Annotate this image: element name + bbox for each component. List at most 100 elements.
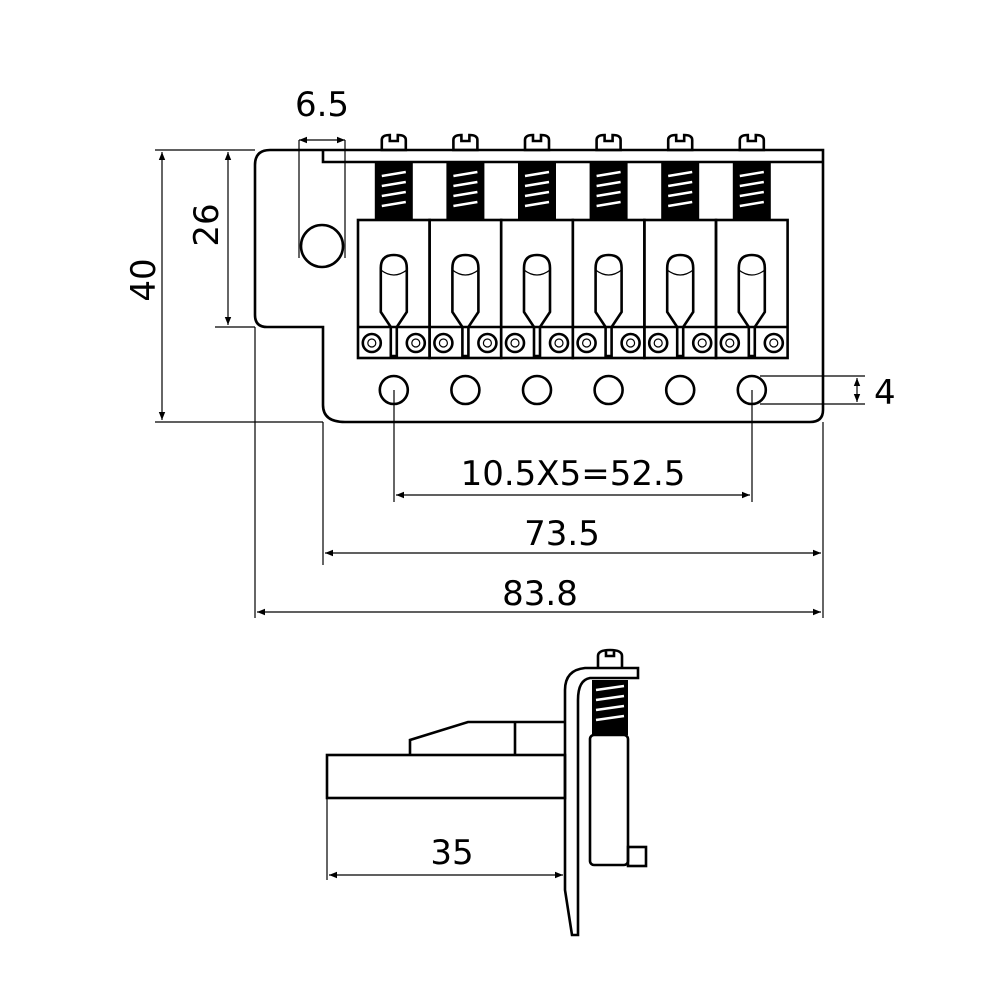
mounting-hole: [450, 374, 481, 406]
intonation-screw: [737, 253, 767, 358]
screw-shading: [666, 269, 694, 276]
spring: [732, 163, 771, 220]
saddle: [356, 218, 431, 360]
intonation-screw: [665, 253, 695, 358]
mounting-hole: [593, 374, 624, 406]
spring-coil: [596, 190, 621, 198]
spring-coil: [524, 170, 550, 178]
height-screw-inner: [554, 338, 564, 348]
mounting-hole: [521, 374, 553, 406]
base-plate-outline: [253, 148, 825, 424]
screw-shading: [595, 269, 622, 276]
dimensions: 6.5 26 40 4 10.5X5=52.5 73.5 83.8: [124, 85, 896, 618]
saddle: [714, 218, 789, 360]
spring-coil: [453, 200, 478, 208]
height-screw-inner: [438, 338, 448, 348]
saddle: [643, 218, 718, 360]
screw-head: [380, 133, 408, 152]
side-spring: [592, 680, 628, 735]
spring: [589, 163, 628, 220]
saddle: [499, 218, 575, 360]
spring-coil: [524, 190, 550, 198]
height-screw-inner: [510, 338, 520, 348]
height-screw: [433, 332, 454, 354]
spring-coil: [381, 190, 407, 198]
spring-coil: [596, 200, 621, 208]
saddle: [428, 218, 503, 360]
dim-string-spacing: 10.5X5=52.5: [461, 454, 686, 494]
spring-coil: [381, 170, 407, 178]
height-screw: [647, 332, 669, 354]
spring-coil: [667, 170, 693, 178]
height-screw-inner: [482, 338, 492, 348]
side-tab: [626, 845, 648, 868]
intonation-screw: [451, 253, 480, 358]
height-screw-inner: [367, 338, 377, 348]
intonation-screw: [594, 253, 623, 358]
screw-head: [595, 133, 622, 152]
spring-coil: [453, 170, 478, 178]
screw-head: [666, 133, 694, 152]
spring-coil: [667, 190, 693, 198]
height-screw-inner: [653, 338, 663, 348]
spring-coil: [739, 190, 765, 198]
spring-coil: [524, 180, 550, 188]
spring: [518, 163, 556, 220]
top-view: [253, 133, 825, 424]
side-saddle: [588, 733, 630, 867]
screw-shading: [738, 269, 766, 276]
dim-total-width: 83.8: [502, 574, 578, 614]
screw-head: [738, 133, 766, 152]
spring: [446, 163, 485, 220]
spring-coil: [739, 170, 765, 178]
height-screw: [576, 332, 597, 354]
tremolo-block: [325, 753, 567, 800]
height-screw: [405, 332, 427, 354]
saddle: [571, 218, 646, 360]
height-screw: [620, 332, 641, 354]
dim-block-depth: 35: [430, 833, 473, 873]
side-screw-head: [596, 648, 624, 668]
height-screw: [361, 332, 383, 354]
spring-coil: [453, 190, 478, 198]
side-view: 35: [325, 648, 648, 937]
screw-shading: [523, 269, 551, 276]
spring-coil: [739, 200, 765, 208]
height-screw: [504, 332, 526, 354]
height-screw-inner: [411, 338, 421, 348]
height-screw: [691, 332, 713, 354]
height-screw-inner: [625, 338, 636, 348]
screw-head: [523, 133, 551, 152]
height-screw-inner: [769, 338, 779, 348]
dim-plate-width: 73.5: [524, 514, 600, 554]
spring: [374, 163, 413, 220]
spring-coil: [667, 180, 693, 188]
height-screw-inner: [581, 338, 592, 348]
spring: [661, 163, 700, 220]
dim-height-to-step: 26: [187, 203, 227, 246]
intonation-screw: [379, 253, 409, 358]
dim-hole-diameter: 4: [874, 373, 896, 413]
spring-coil: [381, 200, 407, 208]
flange-line: [321, 150, 823, 164]
spring-coil: [524, 200, 550, 208]
block-top-piece: [408, 720, 565, 755]
screw-shading: [380, 269, 408, 276]
height-screw: [719, 332, 741, 354]
intonation-screw: [522, 253, 552, 358]
spring-coil: [667, 200, 693, 208]
pivot-hole: [299, 223, 345, 269]
side-plate: [563, 666, 640, 937]
spring-coil: [381, 180, 407, 188]
spring-coil: [453, 180, 478, 188]
height-screw: [548, 332, 570, 354]
height-screw-inner: [725, 338, 735, 348]
dim-pivot-offset: 6.5: [295, 85, 349, 125]
screw-head: [452, 133, 479, 152]
saddles: [356, 133, 789, 406]
mounting-hole: [664, 374, 696, 406]
spring-coil: [596, 180, 621, 188]
dim-total-height: 40: [124, 258, 164, 301]
screw-shading: [452, 269, 479, 276]
